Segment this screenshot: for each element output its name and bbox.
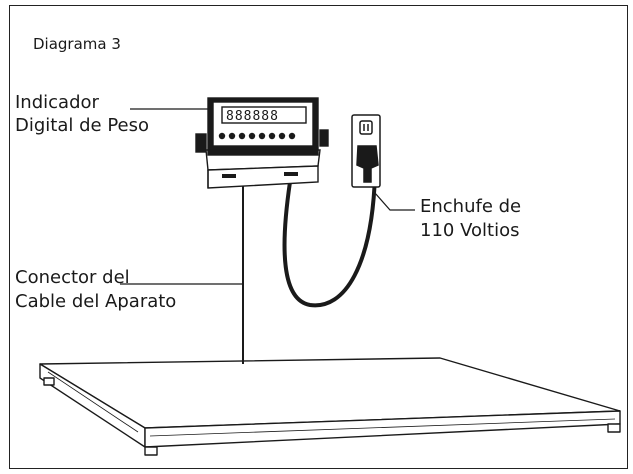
connector-label-line1: Conector del (15, 267, 130, 288)
indicator-display-digits: 888888 (226, 109, 279, 124)
power-cord (282, 173, 377, 308)
plug-label-line1: Enchufe de (420, 196, 522, 217)
connector-label-line2: Cable del Aparato (15, 291, 177, 312)
indicator-label-line1: Indicador (15, 92, 99, 113)
leader-lines (120, 108, 415, 285)
wall-outlet-icon (351, 114, 381, 188)
digital-indicator-icon: 888888 (195, 97, 329, 189)
diagram-title: Diagrama 3 (33, 35, 121, 53)
platform-scale (39, 357, 621, 456)
plug-label-line2: 110 Voltios (420, 220, 520, 241)
diagram-frame (9, 5, 628, 469)
indicator-label-line2: Digital de Peso (15, 115, 149, 136)
